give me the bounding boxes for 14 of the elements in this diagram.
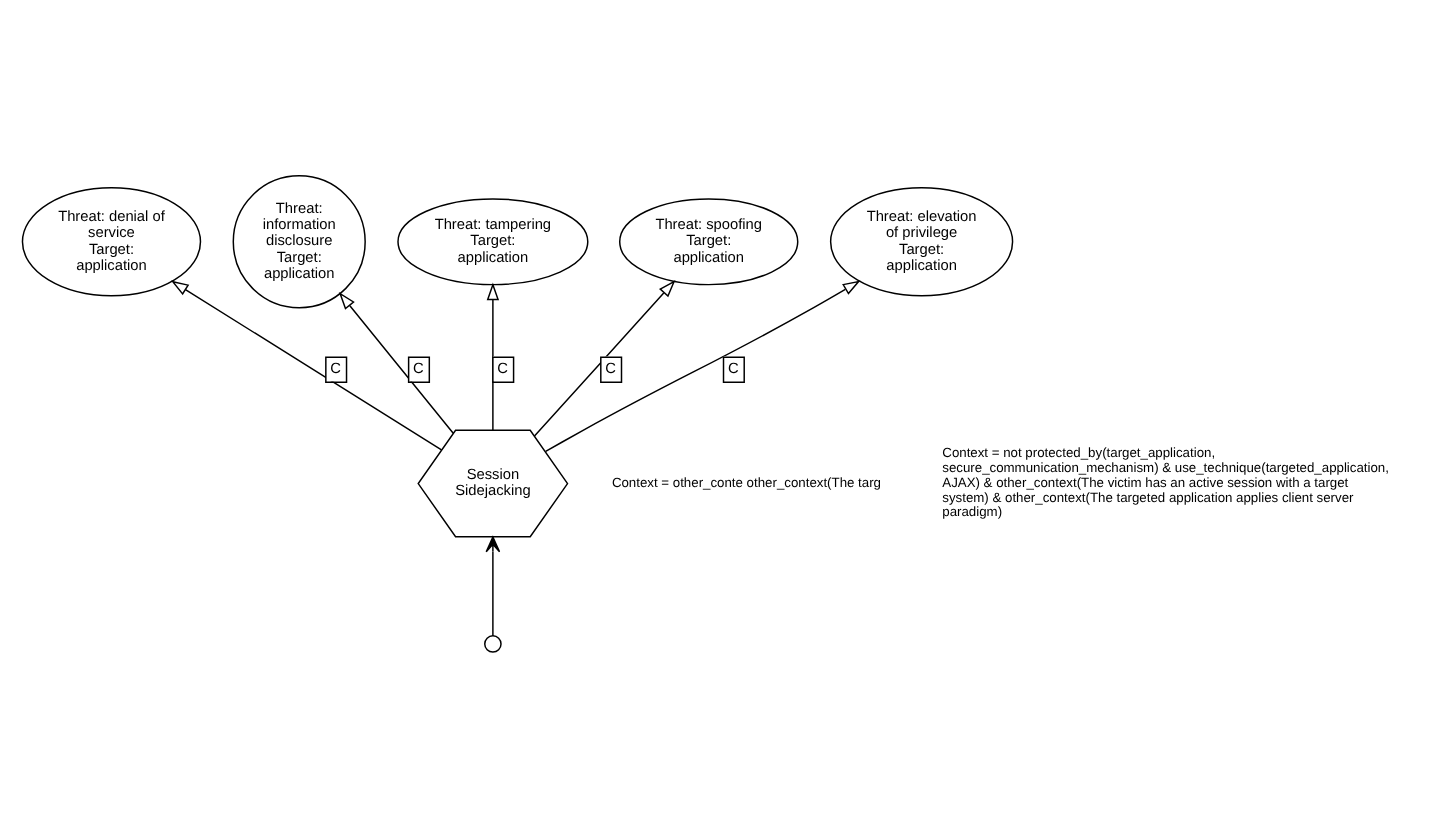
arrow [338,292,454,434]
node-circle [484,635,502,653]
node-ellipse: Threat: tampering Target: application [397,198,589,286]
edge-label: C [330,359,341,378]
arrow [486,282,500,431]
edge-label: C [413,359,424,378]
arrow [485,536,501,637]
edge-label: C [605,359,616,378]
edge-label: C [727,359,739,378]
arrow [533,280,676,437]
edge-label: C [497,359,508,378]
arrow [170,280,443,451]
node-ellipse: Threat: spoofing Target: application [618,198,799,286]
arrow [544,280,861,453]
